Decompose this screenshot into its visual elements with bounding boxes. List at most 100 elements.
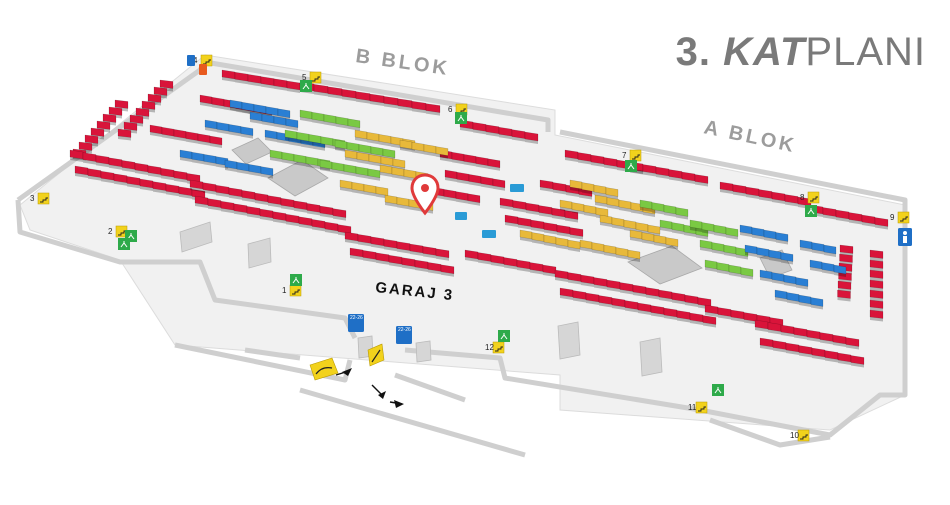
booth[interactable] [362, 250, 377, 263]
booth[interactable] [759, 269, 773, 282]
booth[interactable] [319, 159, 333, 172]
booth[interactable] [516, 259, 531, 272]
booth[interactable] [837, 352, 852, 365]
booth[interactable] [641, 232, 655, 245]
stair-marker-3[interactable]: 3 [30, 192, 50, 205]
booth[interactable] [444, 169, 458, 182]
booth[interactable] [780, 252, 794, 265]
booth[interactable] [606, 197, 620, 210]
booth[interactable] [783, 274, 797, 287]
booth[interactable] [651, 202, 665, 215]
booth[interactable] [472, 122, 487, 135]
booth[interactable] [811, 347, 826, 360]
booth[interactable] [869, 249, 884, 262]
booth[interactable] [684, 294, 699, 307]
booth[interactable] [689, 312, 704, 325]
booth[interactable] [653, 234, 667, 247]
booth[interactable] [723, 244, 737, 257]
booth[interactable] [299, 109, 313, 122]
booth[interactable] [659, 219, 673, 232]
booth[interactable] [341, 88, 357, 102]
stair-marker-10[interactable]: 10 [790, 429, 810, 442]
booth[interactable] [793, 327, 808, 340]
booth[interactable] [624, 300, 639, 313]
booth[interactable] [308, 134, 322, 147]
booth[interactable] [556, 224, 571, 237]
booth[interactable] [286, 80, 301, 93]
booth[interactable] [285, 118, 299, 131]
booth[interactable] [228, 124, 242, 137]
booth[interactable] [555, 237, 569, 250]
booth[interactable] [197, 133, 211, 146]
booth[interactable] [615, 247, 629, 260]
booth[interactable] [320, 136, 334, 149]
booth[interactable] [861, 214, 876, 227]
booth[interactable] [668, 169, 683, 182]
booth[interactable] [397, 98, 413, 111]
booth[interactable] [261, 113, 275, 127]
booth[interactable] [869, 299, 884, 312]
booth[interactable] [475, 156, 489, 169]
booth[interactable] [343, 164, 357, 177]
booth[interactable] [719, 181, 734, 194]
booth[interactable] [824, 350, 839, 363]
booth[interactable] [823, 244, 837, 257]
booth[interactable] [551, 207, 566, 220]
booth[interactable] [603, 244, 617, 257]
booth[interactable] [605, 187, 619, 200]
booth[interactable] [82, 152, 97, 165]
booth[interactable] [725, 227, 739, 240]
booth[interactable] [492, 178, 506, 191]
booth[interactable] [463, 154, 477, 167]
booth[interactable] [367, 168, 381, 181]
booth[interactable] [357, 234, 372, 247]
booth[interactable] [293, 200, 308, 213]
booth[interactable] [767, 322, 782, 335]
booth[interactable] [581, 182, 595, 195]
booth[interactable] [619, 282, 634, 295]
booth[interactable] [772, 340, 787, 353]
booth[interactable] [517, 217, 532, 230]
booth[interactable] [248, 164, 262, 177]
booth[interactable] [524, 131, 539, 144]
booth[interactable] [543, 222, 558, 235]
booth[interactable] [704, 304, 719, 317]
stair-marker-8[interactable]: 8 [800, 191, 820, 204]
booth[interactable] [671, 222, 685, 235]
booth[interactable] [579, 239, 593, 252]
booth[interactable] [229, 99, 243, 112]
booth[interactable] [399, 139, 413, 152]
booth[interactable] [529, 262, 544, 275]
booth[interactable] [363, 184, 377, 197]
booth[interactable] [355, 166, 369, 179]
booth[interactable] [694, 174, 709, 187]
booth[interactable] [671, 292, 686, 305]
booth[interactable] [241, 190, 256, 203]
booth[interactable] [211, 96, 225, 110]
booth[interactable] [147, 165, 162, 178]
booth[interactable] [771, 272, 785, 285]
booth[interactable] [655, 166, 670, 179]
booth[interactable] [658, 289, 673, 302]
booth[interactable] [356, 151, 370, 165]
booth[interactable] [519, 229, 533, 242]
booth[interactable] [848, 212, 863, 225]
booth[interactable] [378, 134, 392, 147]
booth[interactable] [577, 152, 592, 165]
booth[interactable] [203, 154, 217, 167]
booth[interactable] [645, 287, 660, 300]
booth[interactable] [113, 173, 128, 186]
booth[interactable] [126, 176, 141, 189]
booth[interactable] [422, 246, 437, 259]
booth[interactable] [178, 186, 193, 199]
booth[interactable] [425, 103, 441, 116]
booth[interactable] [632, 284, 647, 297]
booth[interactable] [273, 116, 287, 129]
booth[interactable] [768, 249, 782, 262]
booth[interactable] [611, 297, 626, 310]
booth[interactable] [629, 229, 643, 242]
booth[interactable] [339, 179, 353, 192]
booth[interactable] [259, 208, 274, 221]
booth[interactable] [716, 262, 730, 275]
